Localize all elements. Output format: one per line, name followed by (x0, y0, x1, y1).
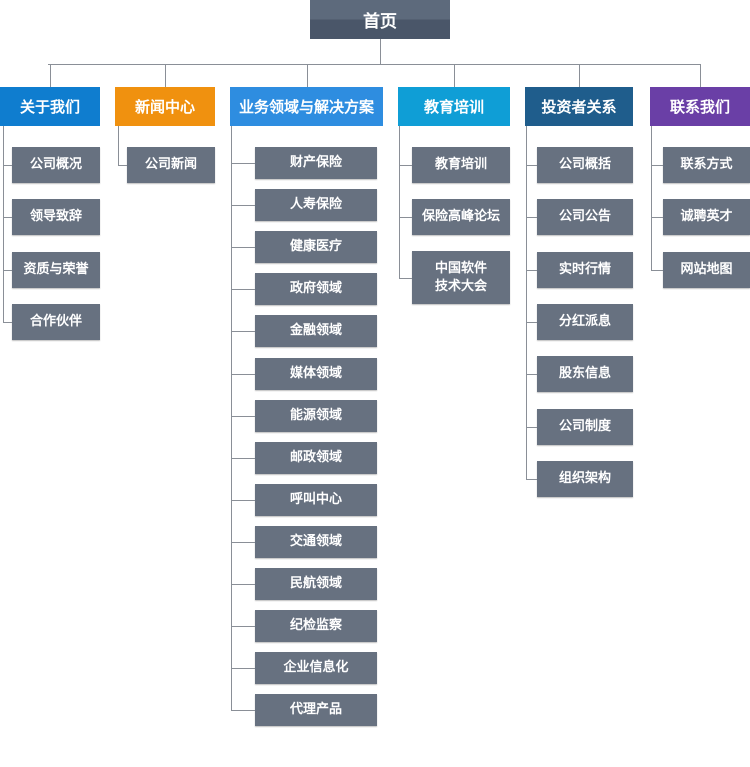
connector-item-branch (231, 374, 255, 375)
connector-item-branch (3, 270, 12, 271)
connector-item-branch (231, 542, 255, 543)
connector-item-branch (231, 163, 255, 164)
connector-item-branch (526, 270, 537, 271)
connector-item-branch (526, 322, 537, 323)
connector-category-drop (165, 64, 166, 87)
connector-item-branch (651, 217, 663, 218)
sitemap-link[interactable]: 教育培训 (412, 147, 510, 183)
connector-category-spine (118, 126, 119, 166)
sitemap-link[interactable]: 媒体领域 (255, 358, 377, 390)
connector-item-branch (231, 331, 255, 332)
sitemap-link[interactable]: 领导致辞 (12, 199, 100, 235)
sitemap-link[interactable]: 组织架构 (537, 461, 633, 497)
sitemap-link[interactable]: 政府领域 (255, 273, 377, 305)
sitemap-link[interactable]: 诚聘英才 (663, 199, 750, 235)
sitemap-link[interactable]: 金融领域 (255, 315, 377, 347)
sitemap-link[interactable]: 代理产品 (255, 694, 377, 726)
connector-item-branch (526, 479, 537, 480)
connector-item-branch (526, 374, 537, 375)
category-6[interactable]: 联系我们 (650, 87, 750, 126)
connector-item-branch (3, 165, 12, 166)
connector-item-branch (231, 416, 255, 417)
sitemap-link[interactable]: 联系方式 (663, 147, 750, 183)
connector-category-drop (700, 64, 701, 87)
connector-category-drop (50, 64, 51, 87)
sitemap-link[interactable]: 交通领域 (255, 526, 377, 558)
connector-item-branch (231, 710, 255, 711)
category-4[interactable]: 教育培训 (398, 87, 510, 126)
connector-category-spine (3, 126, 4, 323)
sitemap-link[interactable]: 公司公告 (537, 199, 633, 235)
connector-item-branch (231, 584, 255, 585)
connector-item-branch (231, 500, 255, 501)
connector-category-drop (307, 64, 308, 87)
sitemap-link[interactable]: 合作伙伴 (12, 304, 100, 340)
sitemap-link[interactable]: 呼叫中心 (255, 484, 377, 516)
connector-item-branch (118, 165, 127, 166)
sitemap-link[interactable]: 公司概况 (12, 147, 100, 183)
connector-item-branch (231, 626, 255, 627)
connector-category-spine (231, 126, 232, 711)
connector-item-branch (231, 247, 255, 248)
connector-item-branch (526, 165, 537, 166)
sitemap-link[interactable]: 网站地图 (663, 252, 750, 288)
connector-item-branch (526, 427, 537, 428)
connector-item-branch (651, 165, 663, 166)
connector-item-branch (231, 668, 255, 669)
connector-item-branch (526, 217, 537, 218)
sitemap-link[interactable]: 财产保险 (255, 147, 377, 179)
sitemap-link[interactable]: 分红派息 (537, 304, 633, 340)
connector-item-branch (231, 458, 255, 459)
sitemap-link[interactable]: 企业信息化 (255, 652, 377, 684)
connector-item-branch (3, 322, 12, 323)
sitemap-link[interactable]: 民航领域 (255, 568, 377, 600)
sitemap-link[interactable]: 邮政领域 (255, 442, 377, 474)
connector-category-spine (651, 126, 652, 271)
connector-root-down (380, 39, 381, 64)
connector-category-spine (399, 126, 400, 279)
sitemap-link[interactable]: 保险高峰论坛 (412, 199, 510, 235)
connector-item-branch (231, 205, 255, 206)
sitemap-link[interactable]: 公司概括 (537, 147, 633, 183)
sitemap-link[interactable]: 公司制度 (537, 409, 633, 445)
connector-item-branch (3, 217, 12, 218)
connector-item-branch (231, 289, 255, 290)
sitemap-link[interactable]: 公司新闻 (127, 147, 215, 183)
connector-item-branch (651, 270, 663, 271)
sitemap-link[interactable]: 中国软件 技术大会 (412, 251, 510, 304)
connector-category-spine (526, 126, 527, 480)
connector-category-drop (579, 64, 580, 87)
category-3[interactable]: 业务领域与解决方案 (230, 87, 383, 126)
connector-category-drop (454, 64, 455, 87)
sitemap-link[interactable]: 健康医疗 (255, 231, 377, 263)
category-5[interactable]: 投资者关系 (525, 87, 633, 126)
connector-top-bar (48, 64, 700, 65)
sitemap-link[interactable]: 纪检监察 (255, 610, 377, 642)
sitemap-link[interactable]: 实时行情 (537, 252, 633, 288)
category-2[interactable]: 新闻中心 (115, 87, 215, 126)
root-node-home[interactable]: 首页 (310, 0, 450, 39)
category-1[interactable]: 关于我们 (0, 87, 100, 126)
sitemap-link[interactable]: 人寿保险 (255, 189, 377, 221)
connector-item-branch (399, 217, 412, 218)
connector-item-branch (399, 278, 412, 279)
connector-item-branch (399, 165, 412, 166)
sitemap-link[interactable]: 能源领域 (255, 400, 377, 432)
sitemap-link[interactable]: 股东信息 (537, 356, 633, 392)
sitemap-link[interactable]: 资质与荣誉 (12, 252, 100, 288)
